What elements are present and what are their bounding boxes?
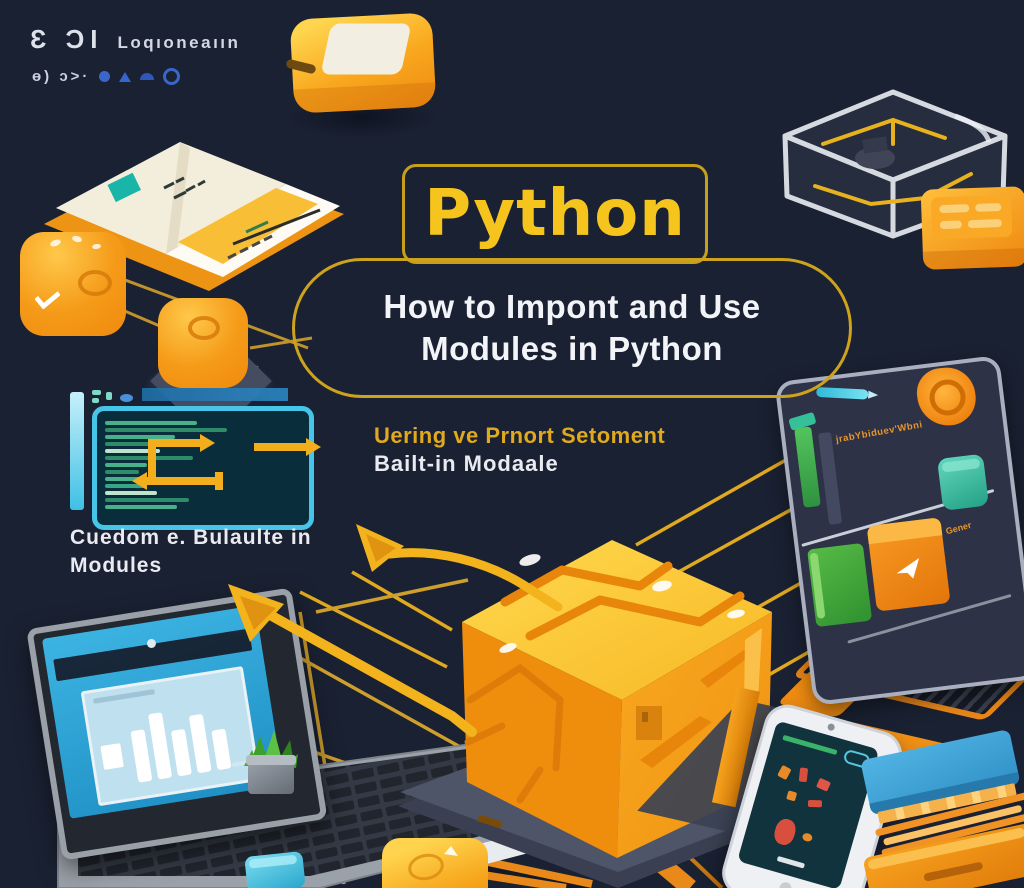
book-right-lines [227, 208, 321, 260]
subtitle-oval: How to Impont and Use Modules in Python [292, 258, 852, 398]
glass-inner-chip [862, 136, 888, 154]
arrow-shaft [254, 443, 306, 451]
subtitle-line2: Modules in Python [421, 330, 723, 367]
dice-cube-small-icon [158, 298, 248, 388]
code-line [105, 435, 175, 439]
arrow-shaft [148, 439, 200, 447]
annotation-line: Cuedom e. Bulaulte in [70, 526, 312, 549]
book-yellow-page [178, 188, 318, 264]
book-scribbles [163, 176, 206, 200]
book-left-page [56, 142, 286, 254]
code-editor-window [58, 378, 326, 530]
annotation-line-white: Bailt-in Modaale [374, 451, 559, 476]
editor-title-bar [142, 388, 288, 401]
page-title: Python [424, 177, 686, 251]
arrow-shaft [147, 477, 215, 485]
annotation-line-yellow: Uering ve Prnort Setoment [374, 423, 666, 448]
editor-title-glyph [92, 390, 101, 395]
code-line [105, 449, 160, 453]
glass-highlight [954, 113, 992, 143]
annotation-line: Modules [70, 554, 163, 577]
cube-cracks [464, 663, 564, 804]
arrow-head-left-icon [132, 472, 147, 490]
code-line [105, 463, 147, 467]
title-box: Python [402, 164, 708, 264]
glass-cube-icon [782, 89, 1008, 239]
arrow-head-right-icon [200, 434, 215, 452]
code-line [105, 484, 145, 488]
blue-half-disc-icon [140, 73, 155, 80]
small-module-cube-icon [382, 838, 488, 888]
blue-dot-icon [99, 71, 111, 82]
glass-inner-wires [813, 117, 973, 207]
arrow-elbow [148, 439, 156, 477]
book-spine-crease [166, 142, 190, 257]
left-annotation: Cuedom e. Bulaulte in Modules [70, 524, 312, 580]
toolbar-glyphs: ɵ) ɔ>· [32, 68, 91, 85]
code-line [105, 505, 177, 509]
code-line [105, 491, 157, 495]
big-arrow-upper [356, 524, 563, 612]
brand-text: Loqıoneaıın [117, 33, 241, 52]
editor-title-dot [120, 394, 133, 402]
open-book-icon [44, 142, 344, 291]
code-line [105, 498, 189, 502]
editor-title-glyph [106, 392, 112, 400]
cube-side-details [477, 628, 762, 829]
blue-triangle-icon [119, 71, 132, 82]
editor-title-glyph [92, 398, 99, 403]
dice-swirl-mark [188, 316, 220, 340]
subtitle-line1: How to Impont and Use [383, 288, 761, 325]
header-toolbar: ɵ) ɔ>· [32, 68, 181, 85]
dice-cube-icon [20, 232, 126, 336]
arrow-end-cap [215, 472, 223, 490]
blue-ring-icon [163, 68, 181, 85]
code-line [105, 470, 139, 474]
module-box-icon [280, 12, 450, 138]
header-brand: Ɛ ƆI Loqıoneaıın [30, 24, 240, 55]
center-annotation: Uering ve Prnort Setoment Bailt-in Modaa… [374, 422, 665, 478]
succulent-plant-icon [240, 730, 302, 796]
editor-code-area [92, 406, 314, 530]
arrow-head-right-icon [306, 438, 321, 456]
dice-swirl-mark [78, 270, 112, 296]
cube-circuit-traces [500, 561, 745, 641]
editor-side-bar [70, 392, 84, 510]
big-arrow-lower [228, 584, 477, 737]
code-line [105, 428, 227, 432]
cube-glints [499, 554, 745, 653]
brand-glyphs: Ɛ ƆI [30, 24, 104, 54]
book-bookmark [107, 172, 141, 203]
code-line [105, 421, 197, 425]
cube-white-mark [444, 846, 458, 856]
plant-pot [246, 755, 296, 794]
